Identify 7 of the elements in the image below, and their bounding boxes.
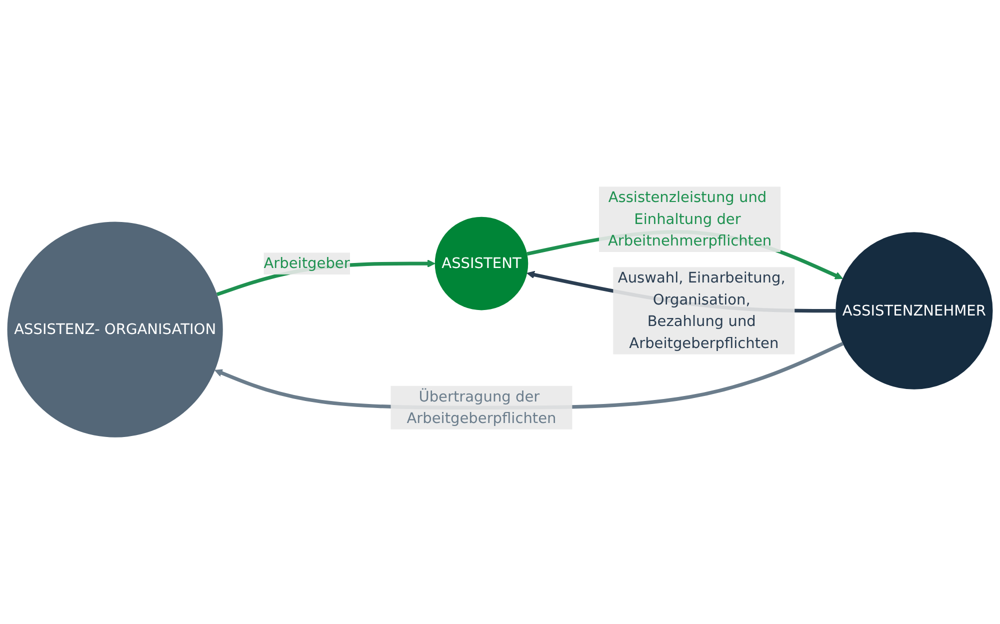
- node-circle: ASSISTENZNEHMER: [836, 232, 993, 390]
- edge-label: Assistenzleistung und Einhaltung der Arbeitnehmerpflichten: [608, 188, 772, 250]
- node-circle: ASSISTENZ- ORGANISATION: [7, 222, 223, 438]
- edge-label: Auswahl, Einarbeitung, Organisation, Bezahlung und Arbeitgeberpflichten: [618, 268, 786, 352]
- edge-label: Arbeitgeber: [264, 254, 350, 272]
- node-circle: ASSISTENT: [434, 216, 528, 310]
- edge-label: Übertragung der Arbeitgeberpflichten: [406, 388, 556, 427]
